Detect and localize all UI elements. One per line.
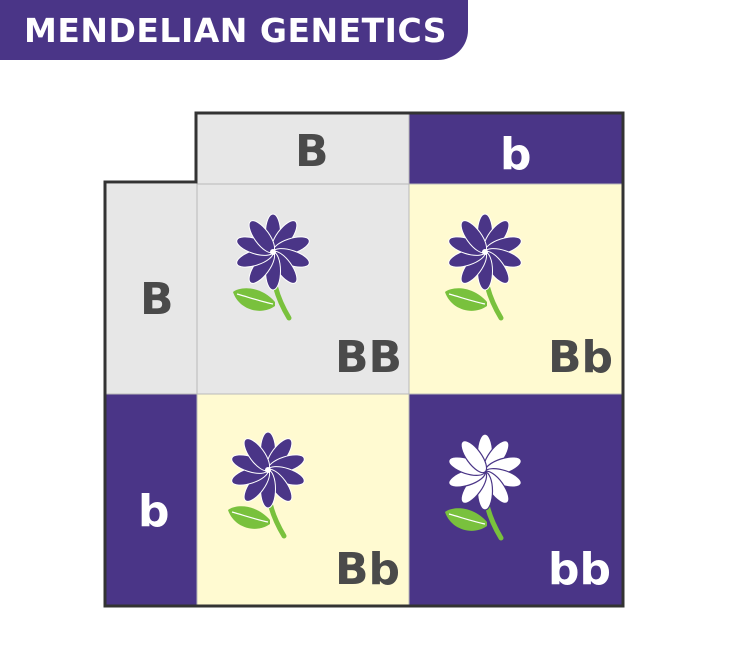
row-header-label: B [140,274,174,325]
genotype-label: BB [335,332,403,383]
offspring-cell-Bb-top: Bb [409,184,623,394]
genotype-label: Bb [548,332,614,383]
row-header-dominant: B [105,184,197,394]
purple-flower-icon [226,430,316,546]
offspring-cell-BB: BB [197,184,409,394]
genotype-label: bb [548,544,611,595]
row-header-recessive: b [105,394,197,606]
white-flower-icon [443,432,533,548]
row-header-label: b [138,486,170,537]
offspring-cell-bb: bb [409,394,623,606]
purple-flower-icon [443,212,533,328]
genotype-label: Bb [335,544,401,595]
purple-flower-icon [231,212,321,328]
offspring-cell-Bb-bottom: Bb [197,394,409,606]
column-header-label: B [295,126,329,177]
column-header-dominant: B [197,114,409,184]
column-header-label: b [500,129,532,180]
page-title: MENDELIAN GENETICS [0,0,468,60]
column-header-recessive: b [409,114,623,184]
